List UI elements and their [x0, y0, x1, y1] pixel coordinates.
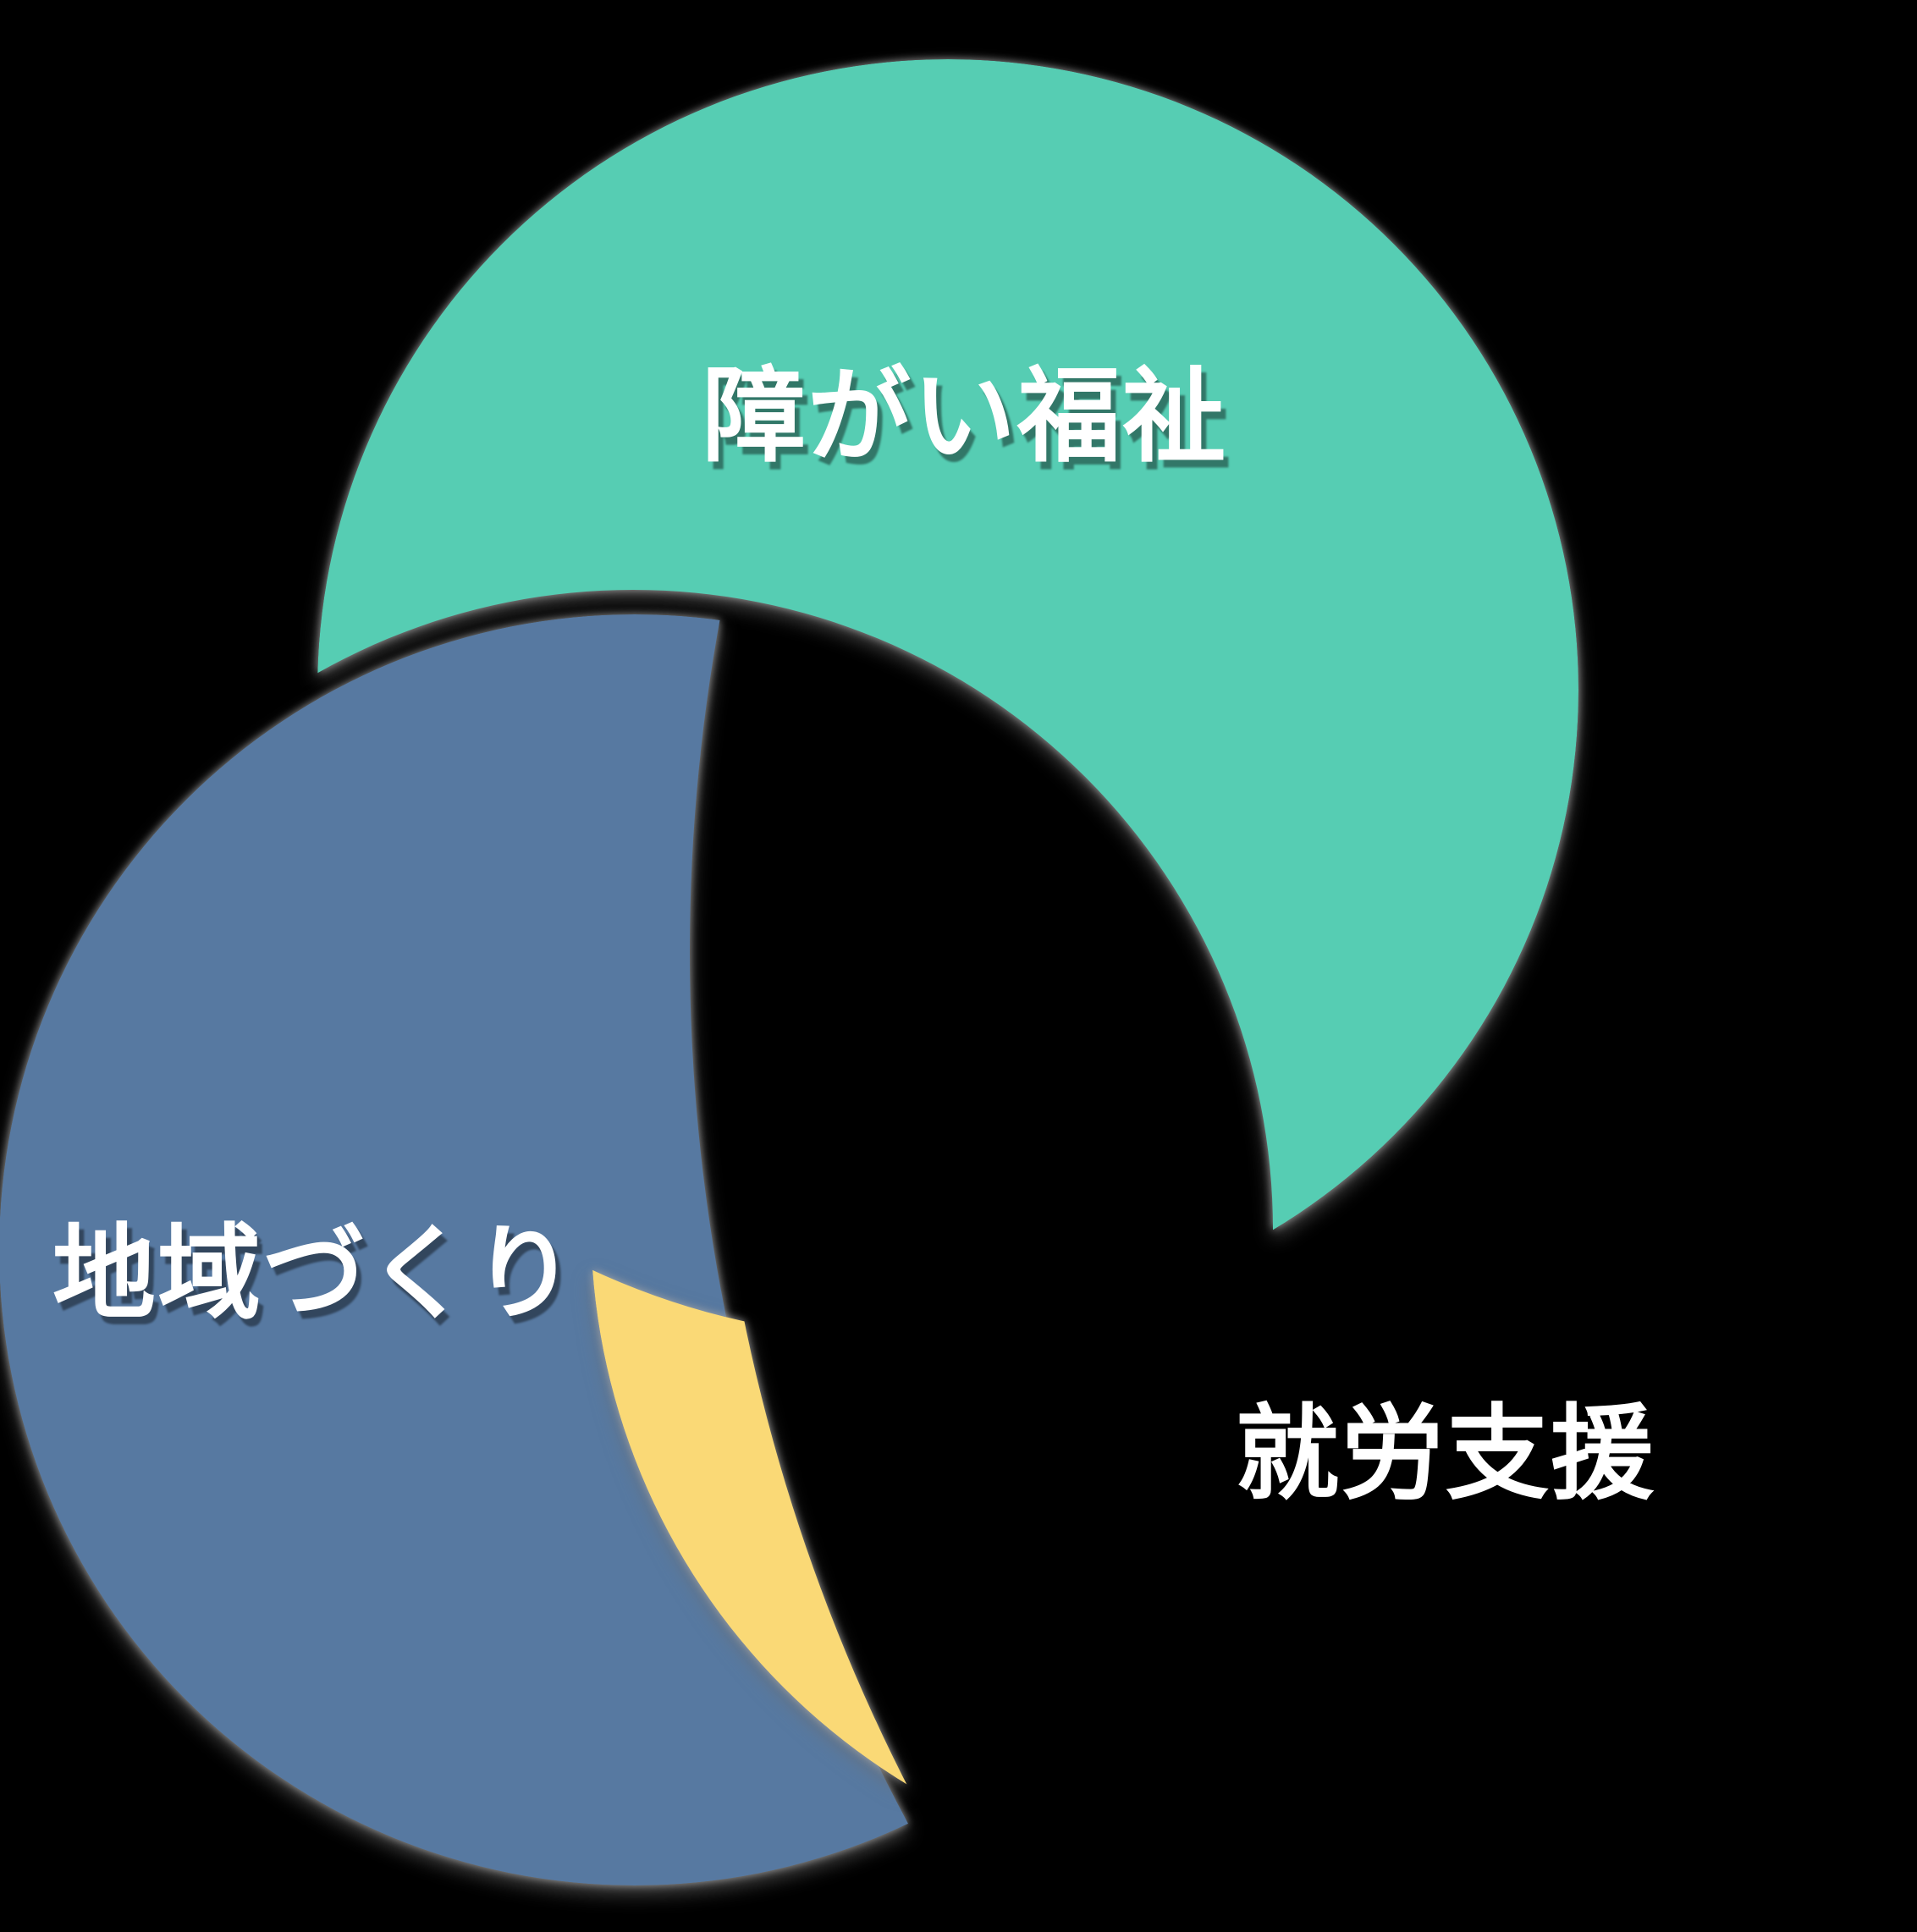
- label-employment-support: 就労支援: [1236, 1394, 1655, 1514]
- label-disability-welfare: 障がい福祉: [702, 356, 1227, 476]
- label-community-building: 地域づくり: [52, 1214, 577, 1334]
- crescent-employment-support-shape: [591, 564, 1908, 1880]
- crescent-employment-support: [591, 564, 1908, 1880]
